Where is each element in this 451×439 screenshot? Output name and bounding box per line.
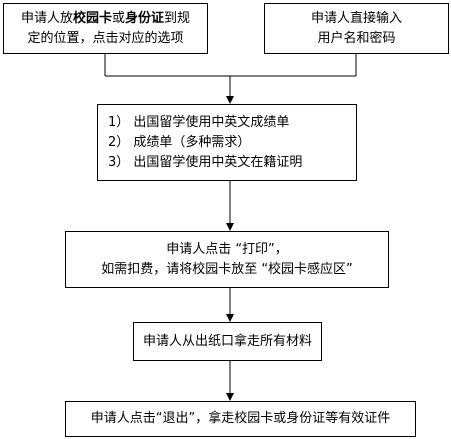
step-place-card-line2: 定的位置，点击对应的选项 bbox=[27, 30, 184, 46]
step-exit-text: 申请人点击“退出”，拿走校园卡或身份证等有效证件 bbox=[90, 411, 391, 426]
step-print-line2: 如需扣费，请将校园卡放至 “校园卡感应区” bbox=[101, 261, 353, 277]
step-print-line1: 申请人点击 “打印”， bbox=[166, 241, 288, 257]
text-fragment: 或 bbox=[111, 10, 125, 26]
step-enter-credentials-box: 申请人直接输入 用户名和密码 bbox=[264, 3, 449, 54]
step-enter-credentials-line1: 申请人直接输入 bbox=[310, 10, 402, 26]
text-fragment: 申请人放 bbox=[20, 10, 73, 26]
option-item: 1） 出国留学使用中英文成绩单 bbox=[108, 114, 290, 130]
step-exit-box: 申请人点击“退出”，拿走校园卡或身份证等有效证件 bbox=[65, 401, 416, 437]
step-place-card-box: 申请人放校园卡或身份证到规 定的位置，点击对应的选项 bbox=[3, 3, 208, 54]
step-place-card-line1: 申请人放校园卡或身份证到规 bbox=[21, 9, 190, 29]
id-card-text: 身份证 bbox=[125, 10, 165, 26]
document-options-box: 1） 出国留学使用中英文成绩单 2） 成绩单（多种需求） 3） 出国留学使用中英… bbox=[97, 104, 357, 181]
text-fragment: 到规 bbox=[164, 10, 191, 26]
step-collect-box: 申请人从出纸口拿走所有材料 bbox=[133, 322, 322, 361]
step-collect-text: 申请人从出纸口拿走所有材料 bbox=[142, 333, 312, 349]
campus-card-text: 校园卡 bbox=[72, 10, 112, 26]
step-print-box: 申请人点击 “打印”， 如需扣费，请将校园卡放至 “校园卡感应区” bbox=[65, 231, 389, 288]
option-item: 3） 出国留学使用中英文在籍证明 bbox=[108, 154, 303, 170]
option-item: 2） 成绩单（多种需求） bbox=[108, 134, 251, 150]
step-enter-credentials-line2: 用户名和密码 bbox=[317, 30, 396, 46]
